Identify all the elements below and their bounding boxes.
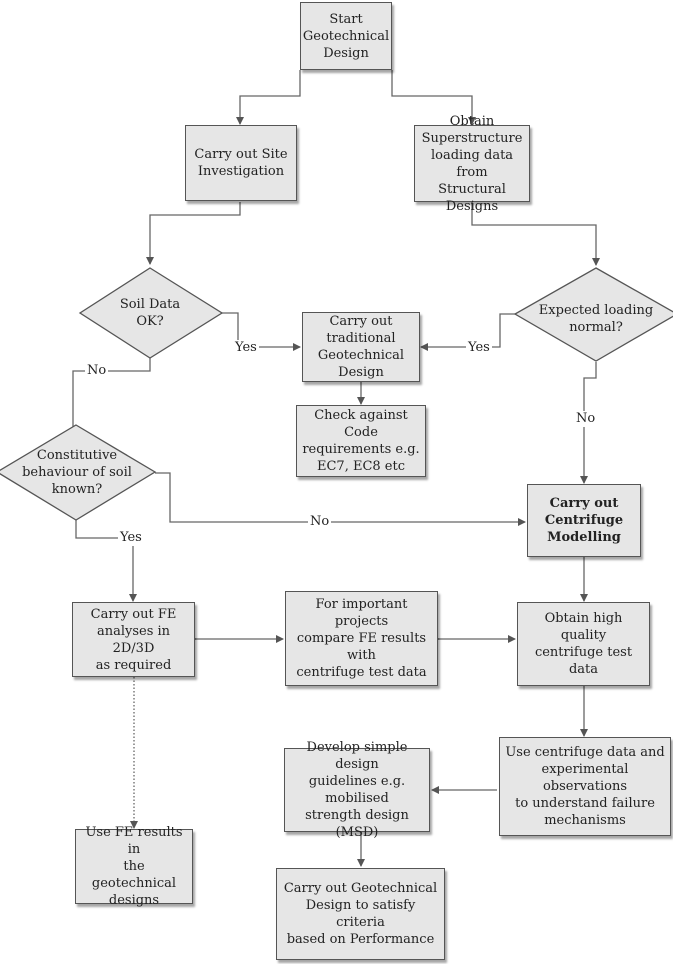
connector-loading-yes bbox=[420, 313, 515, 351]
fe-analyses-node: Carry out FE analyses in 2D/3D as requir… bbox=[72, 602, 195, 677]
connector-constitutive-no bbox=[155, 472, 526, 526]
guidelines-node: Develop simple design guidelines e.g. mo… bbox=[284, 740, 430, 840]
connector-start-superstructure bbox=[391, 70, 476, 125]
obtain-data-node: Obtain high quality centrifuge test data bbox=[517, 602, 650, 686]
connector-loading-no bbox=[580, 362, 597, 484]
constitutive-text: Constitutive behaviour of soil known? bbox=[22, 448, 132, 497]
site-investigation-node: Carry out Site Investigation bbox=[185, 125, 297, 201]
performance-node: Carry out Geotechnical Design to satisfy… bbox=[276, 868, 445, 960]
compare-fe-node: For important projects compare FE result… bbox=[285, 591, 438, 686]
yes-soil-label: Yes bbox=[233, 340, 259, 356]
connector-soil-yes bbox=[222, 312, 301, 351]
start-node: Start Geotechnical Design bbox=[300, 2, 392, 70]
connector-start-site bbox=[236, 70, 301, 125]
check-code-node: Check against Code requirements e.g. EC7… bbox=[296, 405, 426, 477]
soil-data-text: Soil Data OK? bbox=[119, 297, 181, 329]
superstructure-node: Obtain Superstructure loading data from … bbox=[414, 114, 530, 214]
traditional-design-node: Carry out traditional Geotechnical Desig… bbox=[302, 312, 420, 382]
connector-constitutive-yes bbox=[75, 520, 137, 602]
connector-superstructure-loading bbox=[471, 202, 600, 266]
use-fe-node: Use FE results in the geotechnical desig… bbox=[75, 825, 193, 908]
yes-loading-label: Yes bbox=[466, 340, 492, 356]
expected-loading-text: Expected loading normal? bbox=[538, 303, 654, 335]
yes-constitutive-label: Yes bbox=[118, 530, 144, 546]
use-centrifuge-node: Use centrifuge data and experimental obs… bbox=[499, 737, 671, 836]
no-constitutive-label: No bbox=[308, 514, 332, 530]
no-soil-label: No bbox=[85, 363, 109, 379]
connector-soil-no bbox=[69, 355, 151, 441]
connector-site-soil bbox=[146, 202, 241, 265]
soil-data-diamond bbox=[78, 267, 224, 359]
no-loading-label: No bbox=[574, 411, 598, 427]
constitutive-diamond bbox=[0, 424, 157, 521]
centrifuge-modelling-node: Carry out Centrifuge Modelling bbox=[527, 484, 641, 557]
expected-loading-diamond bbox=[513, 267, 673, 362]
